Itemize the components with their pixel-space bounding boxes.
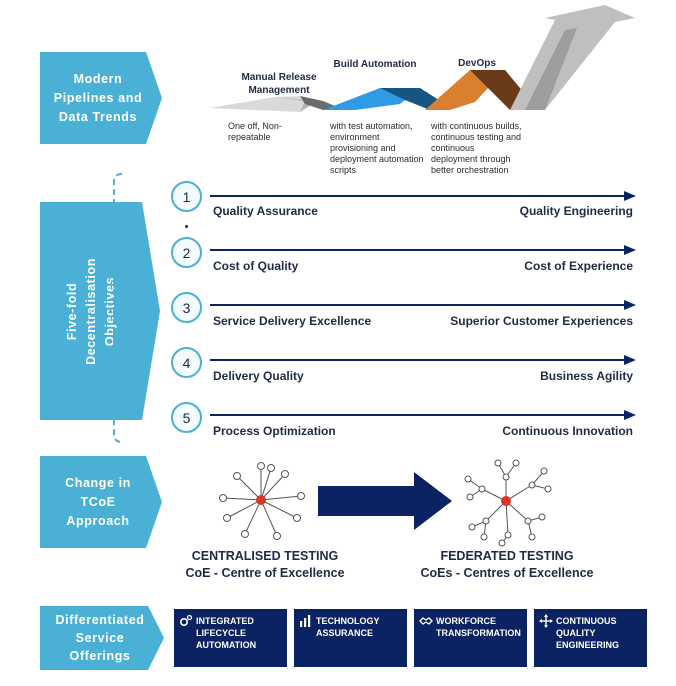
objective-from-3: Service Delivery Excellence <box>213 314 372 328</box>
objective-from-2: Cost of Quality <box>213 259 299 273</box>
objective-number-5: 5 <box>171 402 202 433</box>
section-tab-objectives-shape <box>40 202 160 420</box>
section-tab-pipelines-shape <box>40 52 162 144</box>
gears-icon <box>179 614 193 627</box>
objective-arrow-5 <box>210 410 636 420</box>
objective-to-3: Superior Customer Experiences <box>450 314 633 328</box>
federated-caption: FEDERATED TESTING CoEs - Centres of Exce… <box>412 548 602 582</box>
ribbon-build-dark <box>380 88 445 110</box>
federated-network-icon <box>464 459 552 547</box>
objective-to-1: Quality Engineering <box>519 204 633 218</box>
objectives-bracket <box>113 173 123 443</box>
centralised-caption: CENTRALISED TESTING CoE - Centre of Exce… <box>170 548 360 582</box>
stage-desc-manual: One off, Non-repeatable <box>228 121 282 142</box>
move-arrows-icon <box>539 614 553 628</box>
offering-integrated-lifecycle-automation: INTEGRATED LIFECYCLE AUTOMATION <box>174 609 287 667</box>
transition-arrow <box>318 472 452 530</box>
objective-number-4: 4 <box>171 347 202 378</box>
offering-label: TECHNOLOGY ASSURANCE <box>316 616 380 638</box>
section-tab-offerings-shape <box>40 606 164 670</box>
separator-dot <box>185 225 188 228</box>
offering-technology-assurance: TECHNOLOGY ASSURANCE <box>294 609 407 667</box>
objective-number-1: 1 <box>171 181 202 212</box>
stage-title-devops: DevOps <box>458 58 496 69</box>
stage-title-build: Build Automation <box>333 59 417 70</box>
objective-to-5: Continuous Innovation <box>502 424 633 438</box>
objective-arrow-4 <box>210 355 636 365</box>
objective-from-4: Delivery Quality <box>213 369 304 383</box>
ribbon-rise-shade <box>525 28 577 110</box>
objective-from-1: Quality Assurance <box>213 204 318 218</box>
offering-workforce-transformation: WORKFORCE TRANSFORMATION <box>414 609 527 667</box>
objective-from-5: Process Optimization <box>213 424 336 438</box>
objective-to-2: Cost of Experience <box>524 259 633 273</box>
objective-number-2: 2 <box>171 237 202 268</box>
federated-title: FEDERATED TESTING <box>440 549 574 563</box>
section-tab-change-shape <box>40 456 162 548</box>
section-tab-offerings: Differentiated Service Offerings <box>55 613 145 663</box>
handshake-icon <box>419 617 433 625</box>
objective-arrow-2 <box>210 245 636 255</box>
offering-continuous-quality-engineering: CONTINUOUS QUALITY ENGINEERING <box>534 609 647 667</box>
offering-label: CONTINUOUS QUALITY ENGINEERING <box>556 616 620 650</box>
offering-label: INTEGRATED LIFECYCLE AUTOMATION <box>196 616 257 650</box>
federated-subtitle: CoEs - Centres of Excellence <box>420 566 594 580</box>
ribbon-manual <box>210 96 317 112</box>
centralised-subtitle: CoE - Centre of Excellence <box>185 566 345 580</box>
pipeline-growth-ribbon <box>210 5 635 112</box>
stage-desc-build: with test automation, environment provis… <box>330 121 424 175</box>
stage-desc-devops: with continuous builds, continuous testi… <box>431 121 522 175</box>
centralised-network-icon <box>219 462 305 540</box>
objective-number-3: 3 <box>171 292 202 323</box>
objective-arrow-3 <box>210 300 636 310</box>
offering-label: WORKFORCE TRANSFORMATION <box>436 616 521 638</box>
chart-icon <box>300 615 311 627</box>
stage-title-manual: Manual Release Management <box>241 72 317 96</box>
objective-to-4: Business Agility <box>540 369 633 383</box>
section-tab-pipelines: Modern Pipelines and Data Trends <box>53 71 143 124</box>
ribbon-rise-arrow <box>510 5 635 110</box>
section-tab-change: Change in TCoE Approach <box>65 475 131 528</box>
ribbon-manual-dark <box>300 96 340 110</box>
centralised-title: CENTRALISED TESTING <box>191 549 339 563</box>
objective-arrow-1 <box>210 191 636 201</box>
